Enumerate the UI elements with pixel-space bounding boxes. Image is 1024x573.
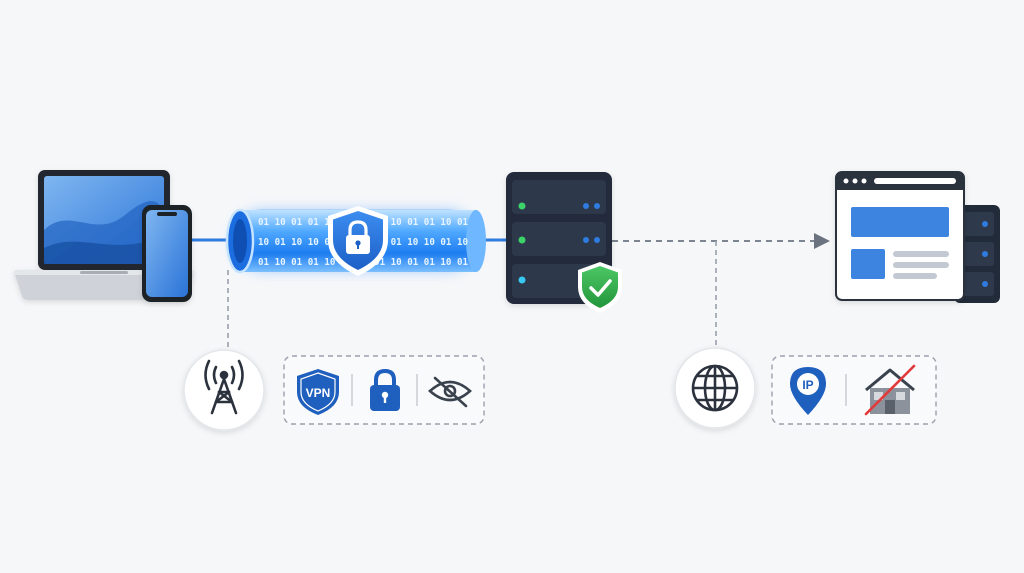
ip-masking-panel: IP: [771, 355, 937, 425]
internet-globe-badge: [674, 347, 756, 429]
cell-tower-icon: [204, 359, 244, 415]
network-tower-badge: [183, 349, 265, 431]
vpn-shield-icon: VPN: [297, 369, 339, 415]
location-pin-icon: IP: [790, 367, 826, 415]
encrypted-tunnel: 01 10 01 01 10 01 10 01 10 01 01 10 01 1…: [225, 206, 486, 276]
globe-icon: [691, 364, 739, 412]
house-crossed-icon: [864, 364, 916, 416]
browser-window: [835, 171, 965, 301]
secure-check-shield-icon: [578, 262, 622, 313]
vpn-label: VPN: [306, 386, 331, 400]
background-server-stack: [954, 205, 1000, 303]
shield-lock-icon: [328, 206, 388, 276]
eye-slash-icon: [428, 376, 472, 408]
phone: [142, 205, 192, 302]
arrow-head: [814, 233, 830, 249]
privacy-features-panel: VPN: [283, 355, 485, 425]
ip-label: IP: [802, 378, 813, 392]
padlock-icon: [370, 368, 400, 411]
website: [835, 171, 1000, 303]
